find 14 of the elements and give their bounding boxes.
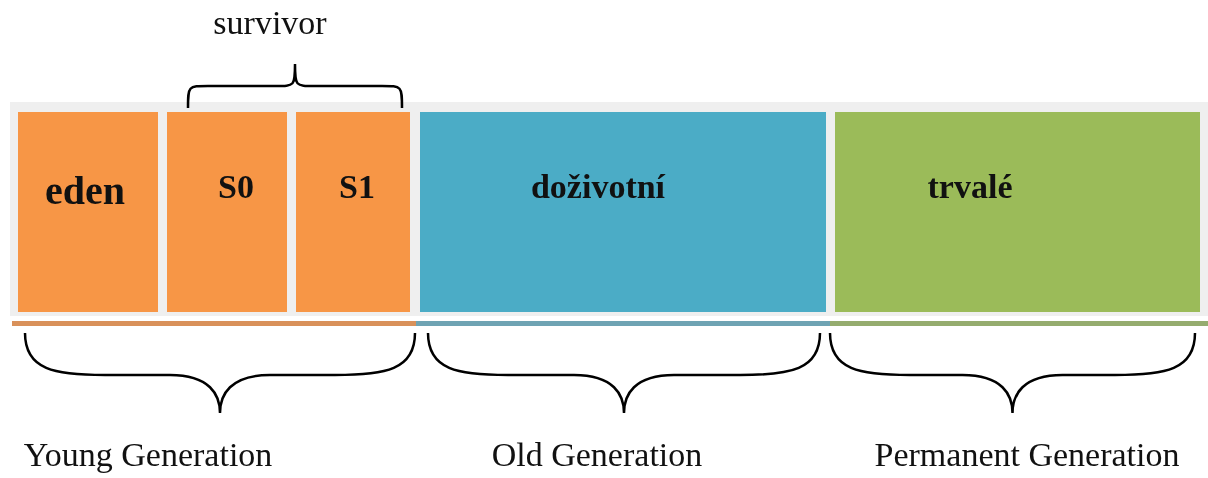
region-label: trvalé xyxy=(927,168,1013,206)
group-label: Permanent Generation xyxy=(874,436,1180,474)
memory-region xyxy=(18,112,158,312)
memory-region xyxy=(835,112,1200,312)
group-label: Old Generation xyxy=(491,436,703,474)
group-label: Young Generation xyxy=(23,436,273,474)
region-label: doživotní xyxy=(530,168,666,206)
region-label: S1 xyxy=(339,168,375,206)
memory-region xyxy=(420,112,826,312)
group-label: survivor xyxy=(213,4,327,42)
memory-region xyxy=(296,112,410,312)
memory-region xyxy=(167,112,287,312)
region-label: eden xyxy=(45,166,125,214)
region-label: S0 xyxy=(218,168,254,206)
